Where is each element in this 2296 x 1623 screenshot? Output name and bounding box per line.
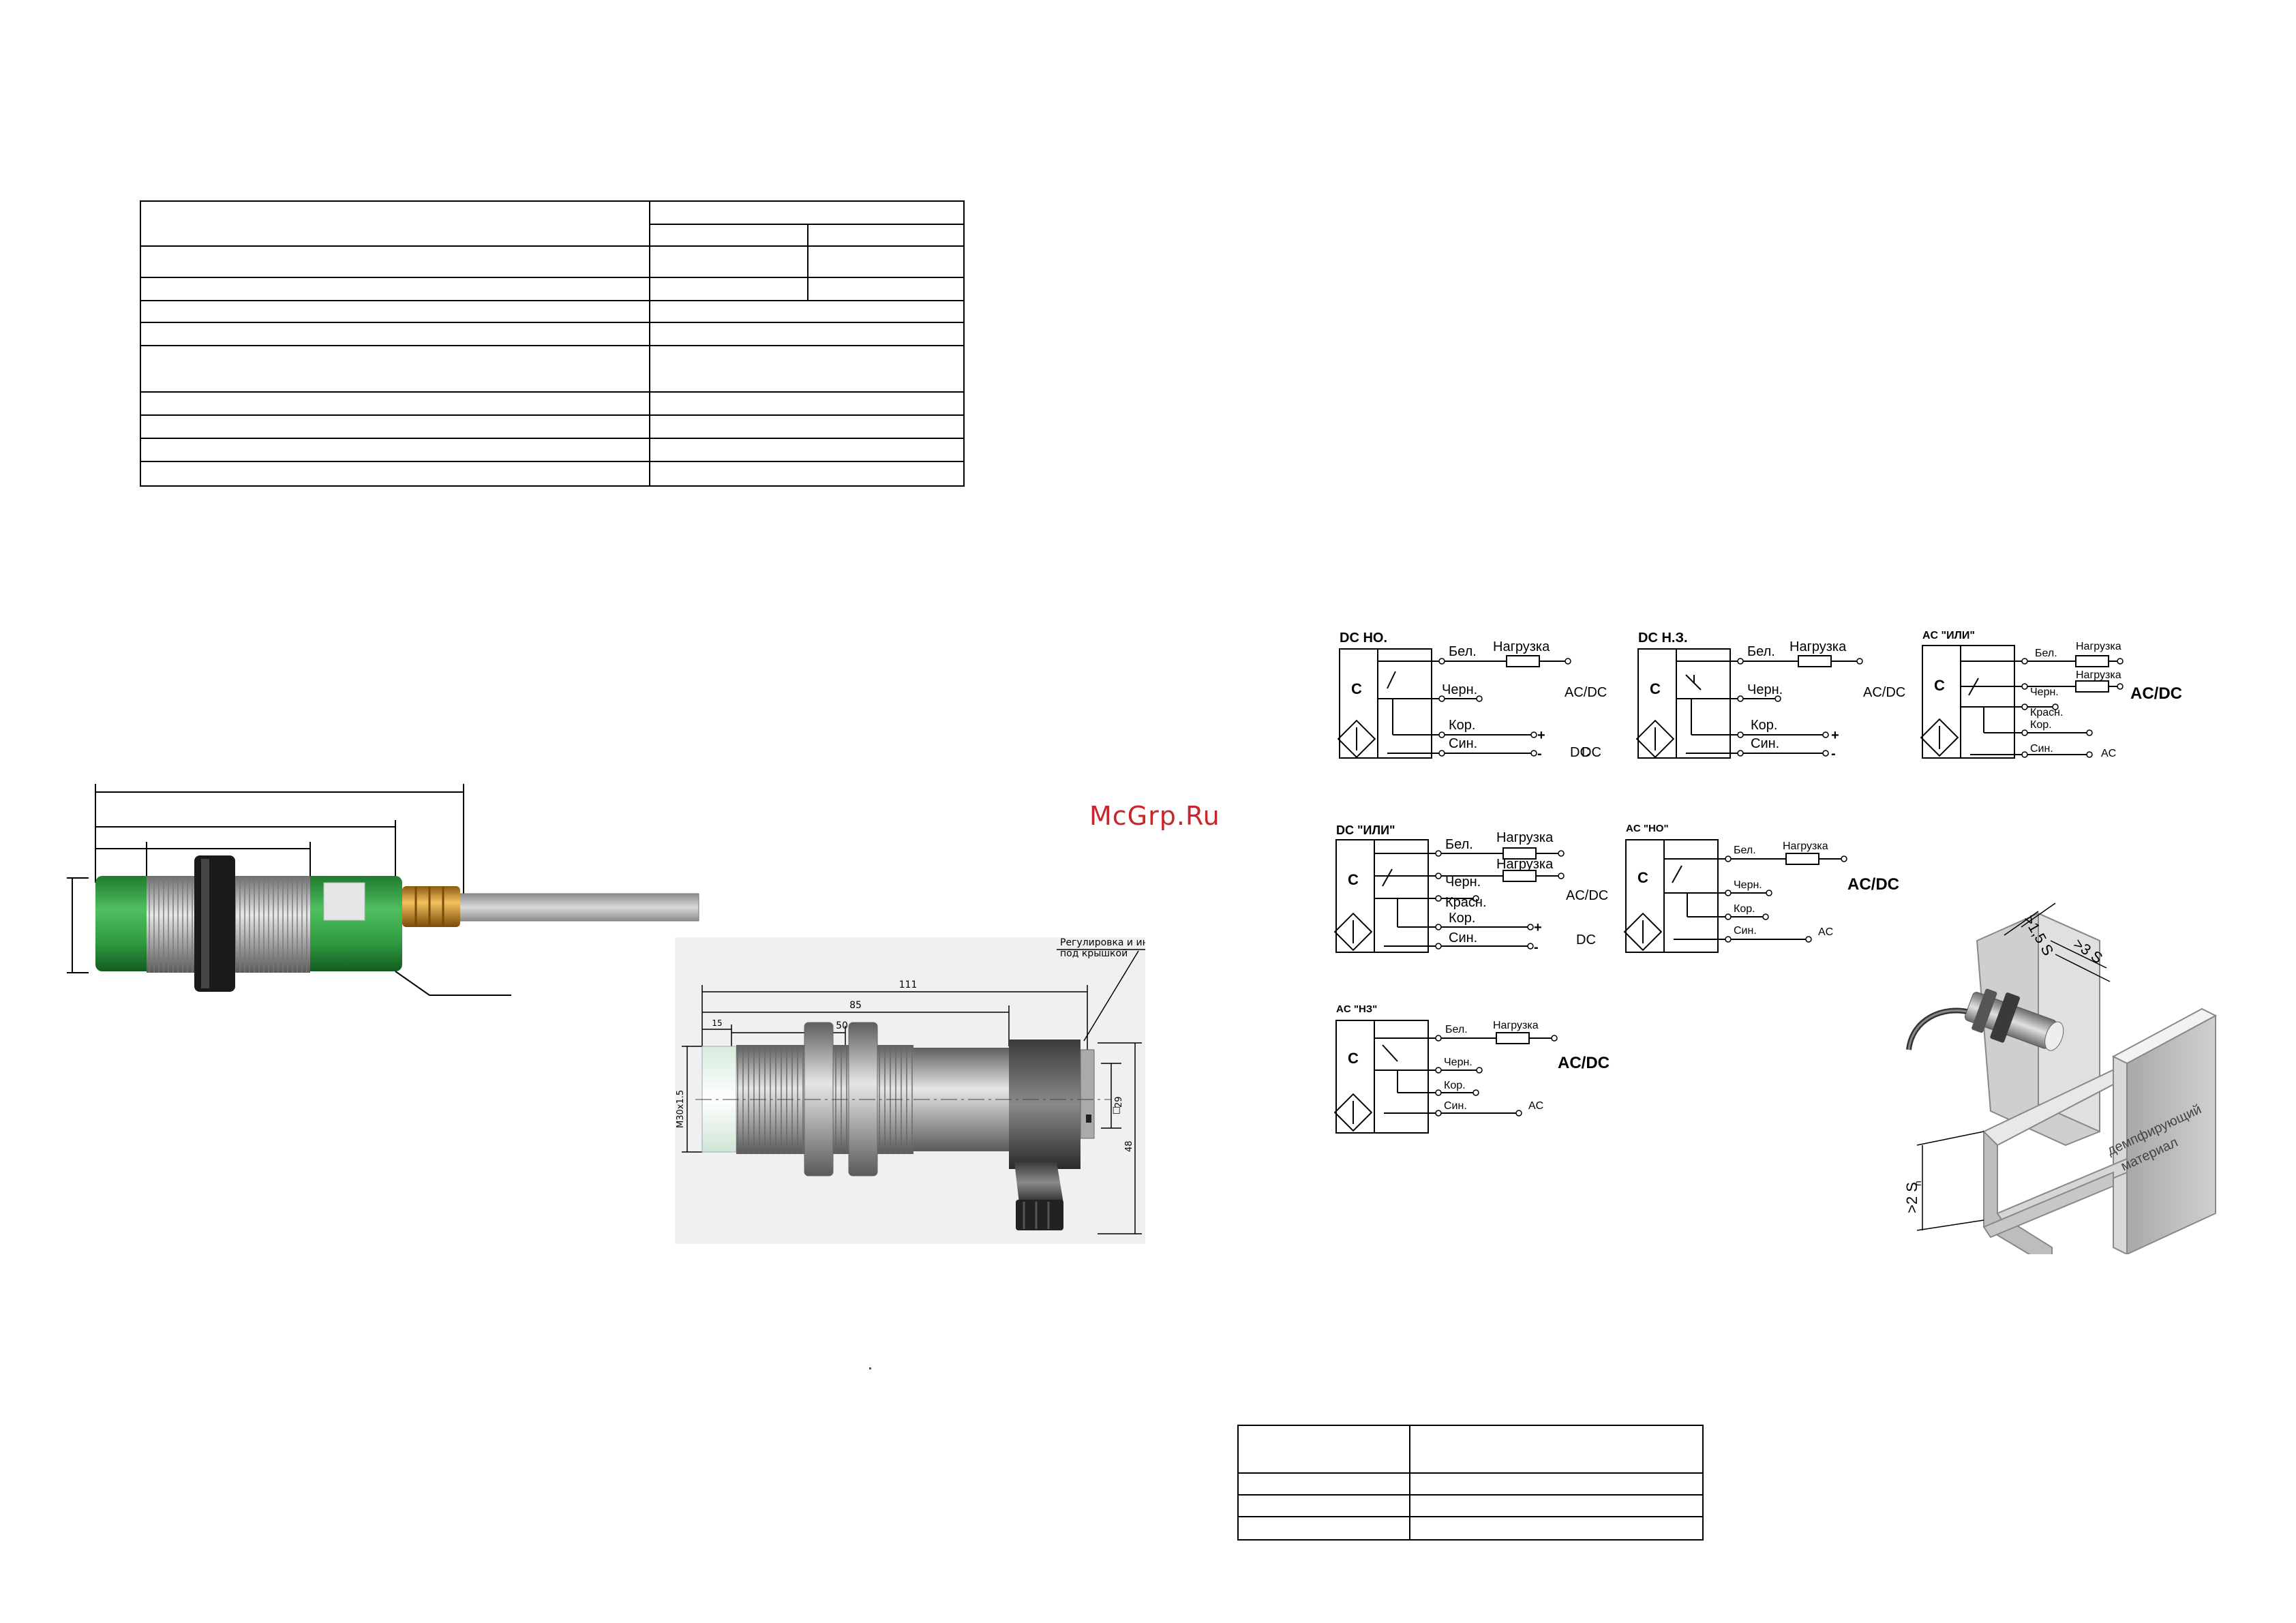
svg-text:Бел.: Бел. xyxy=(1449,644,1477,659)
svg-text:-: - xyxy=(1831,746,1836,761)
svg-text:C: C xyxy=(1348,1050,1359,1067)
scheme-dc-ili: DC "ИЛИ" xyxy=(1333,823,1608,955)
svg-text:AC "НЗ": AC "НЗ" xyxy=(1336,1003,1377,1015)
svg-text:Нагрузка: Нагрузка xyxy=(1783,840,1828,852)
svg-text:DC НО.: DC НО. xyxy=(1340,631,1387,646)
mounting-illustration: >1,5 S >3 S >2 S n демпфирующий материал xyxy=(1903,902,2218,1254)
svg-text:DC: DC xyxy=(1576,932,1596,947)
watermark: McGrp.Ru xyxy=(1089,801,1220,831)
svg-text:AC/DC: AC/DC xyxy=(1566,888,1608,903)
dim-15: 15 xyxy=(712,1018,722,1028)
svg-text:Син.: Син. xyxy=(1449,736,1477,751)
svg-text:AC "НО": AC "НО" xyxy=(1626,823,1669,834)
svg-text:Нагрузка: Нагрузка xyxy=(1493,639,1550,654)
svg-text:Кор.: Кор. xyxy=(1449,911,1475,926)
svg-text:Красн.: Красн. xyxy=(2030,707,2063,718)
svg-text:Син.: Син. xyxy=(1444,1100,1467,1112)
svg-text:Нагрузка: Нагрузка xyxy=(2076,641,2121,652)
svg-text:Черн.: Черн. xyxy=(2030,686,2059,698)
spec-table xyxy=(140,200,965,487)
dim-2s: >2 S xyxy=(1903,1182,1920,1213)
svg-text:DC: DC xyxy=(1582,745,1601,760)
svg-text:Кор.: Кор. xyxy=(1751,718,1777,733)
svg-text:Красн.: Красн. xyxy=(1445,895,1487,910)
svg-text:Бел.: Бел. xyxy=(2035,648,2057,659)
scheme-dc-no: DC НО. C Бел. Нагрузка Ч xyxy=(1337,631,1607,761)
sensor-cable-drawing xyxy=(67,784,699,996)
svg-text:Син.: Син. xyxy=(1734,925,1757,937)
svg-text:AC/DC: AC/DC xyxy=(1847,875,1899,894)
svg-text:Черн.: Черн. xyxy=(1442,682,1477,697)
svg-text:Бел.: Бел. xyxy=(1747,644,1775,659)
svg-text:Черн.: Черн. xyxy=(1445,875,1481,890)
svg-text:Черн.: Черн. xyxy=(1747,682,1783,697)
svg-text:Бел.: Бел. xyxy=(1734,845,1756,856)
svg-text:DC "ИЛИ": DC "ИЛИ" xyxy=(1336,823,1395,837)
svg-text:□: □ xyxy=(1111,1106,1121,1114)
svg-text:Нагрузка: Нагрузка xyxy=(1496,857,1554,872)
svg-text:AC/DC: AC/DC xyxy=(1565,685,1607,700)
svg-text:Нагрузка: Нагрузка xyxy=(2076,669,2121,681)
dim-111: 111 xyxy=(899,980,918,990)
svg-text:C: C xyxy=(1351,680,1362,697)
svg-text:C: C xyxy=(1650,680,1661,697)
svg-text:AC: AC xyxy=(1818,926,1833,938)
dim-85: 85 xyxy=(849,1000,862,1011)
svg-text:AC: AC xyxy=(2101,748,2116,759)
svg-text:AC/DC: AC/DC xyxy=(1558,1054,1610,1072)
svg-text:-: - xyxy=(1537,746,1542,761)
svg-text:-: - xyxy=(1534,940,1539,955)
scheme-dc-nz: DC Н.З. C Бел. Нагруз xyxy=(1570,631,1905,761)
svg-text:Кор.: Кор. xyxy=(2030,719,2052,731)
svg-text:+: + xyxy=(1537,728,1545,743)
adjust-note-2: под крышкой xyxy=(1060,948,1128,959)
svg-text:Бел.: Бел. xyxy=(1445,837,1473,852)
scheme-ac-nz: AC "НЗ" C Бел. Нагрузка xyxy=(1333,1003,1610,1134)
scheme-ac-ili: AC "ИЛИ" xyxy=(1920,630,2182,759)
svg-text:C: C xyxy=(1348,871,1359,888)
svg-text:DC Н.З.: DC Н.З. xyxy=(1638,631,1688,646)
svg-text:AC "ИЛИ": AC "ИЛИ" xyxy=(1922,630,1975,641)
svg-text:Син.: Син. xyxy=(1751,736,1779,751)
svg-text:C: C xyxy=(1637,869,1648,886)
svg-text:Черн.: Черн. xyxy=(1734,879,1762,891)
dim-thread: M30x1.5 xyxy=(676,1090,686,1128)
dim-48: 48 xyxy=(1124,1140,1134,1152)
svg-text:Нагрузка: Нагрузка xyxy=(1493,1020,1539,1031)
bottom-table xyxy=(1237,1425,1704,1541)
dim-50: 50 xyxy=(836,1020,848,1031)
svg-text:Бел.: Бел. xyxy=(1445,1024,1468,1035)
svg-text:+: + xyxy=(1831,728,1839,743)
svg-text:Кор.: Кор. xyxy=(1449,718,1475,733)
dim-2s-subscript: n xyxy=(1912,1181,1923,1186)
svg-text:Син.: Син. xyxy=(2030,743,2053,755)
svg-text:DC: DC xyxy=(1570,745,1590,760)
svg-text:Черн.: Черн. xyxy=(1444,1057,1472,1068)
scheme-ac-no: AC "НО" C Бел. Нагрузка xyxy=(1623,823,1899,953)
svg-text:Кор.: Кор. xyxy=(1734,903,1755,915)
svg-text:AC/DC: AC/DC xyxy=(2130,684,2182,703)
sensor-connector-drawing: 111 85 15 50 M30x1.5 29 48 □ Регулировка… xyxy=(675,937,1145,1244)
svg-text:AC: AC xyxy=(1528,1100,1543,1112)
svg-text:Нагрузка: Нагрузка xyxy=(1496,830,1554,845)
svg-text:AC/DC: AC/DC xyxy=(1863,685,1905,700)
dim-29: 29 xyxy=(1114,1096,1124,1108)
adjust-note-1: Регулировка и индикация xyxy=(1060,937,1145,948)
svg-text:Нагрузка: Нагрузка xyxy=(1789,639,1847,654)
svg-text:C: C xyxy=(1934,677,1945,694)
wiring-schemes: DC НО. C Бел. Нагрузка Ч xyxy=(1333,630,2182,1134)
svg-text:+: + xyxy=(1534,920,1542,935)
stray-dot xyxy=(869,1367,871,1369)
svg-text:Син.: Син. xyxy=(1449,930,1477,945)
svg-text:Кор.: Кор. xyxy=(1444,1080,1466,1091)
